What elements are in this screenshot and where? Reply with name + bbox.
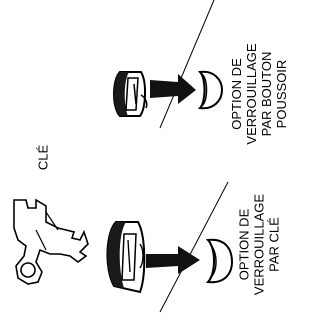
caption-line: VERROUILLAGE [244, 43, 259, 145]
divider-line-top [159, 0, 215, 129]
key-lock-knob [106, 221, 146, 294]
push-button-option-caption: OPTION DE VERROUILLAGE PAR BOUTON POUSSO… [229, 39, 289, 149]
push-button-latch-knob [113, 71, 148, 117]
caption-line: OPTION DE [236, 208, 252, 281]
caption-line: POUSSOIR [274, 59, 289, 129]
arrow-key [146, 246, 200, 274]
arrow-push-button [150, 74, 196, 104]
key-cover-knob [205, 238, 234, 284]
divider-line-bottom [159, 181, 229, 313]
key-icon [13, 198, 89, 285]
caption-line: OPTION DE [229, 58, 244, 130]
caption-line: PAR BOUTON [259, 51, 274, 137]
push-button-cover-knob [197, 70, 224, 110]
caption-line: PAR CLÉ [266, 217, 282, 272]
key-option-caption: OPTION DE VERROUILLAGE PAR CLÉ [237, 190, 282, 300]
caption-line: VERROUILLAGE [251, 193, 267, 296]
key-label: CLÉ [35, 144, 51, 171]
